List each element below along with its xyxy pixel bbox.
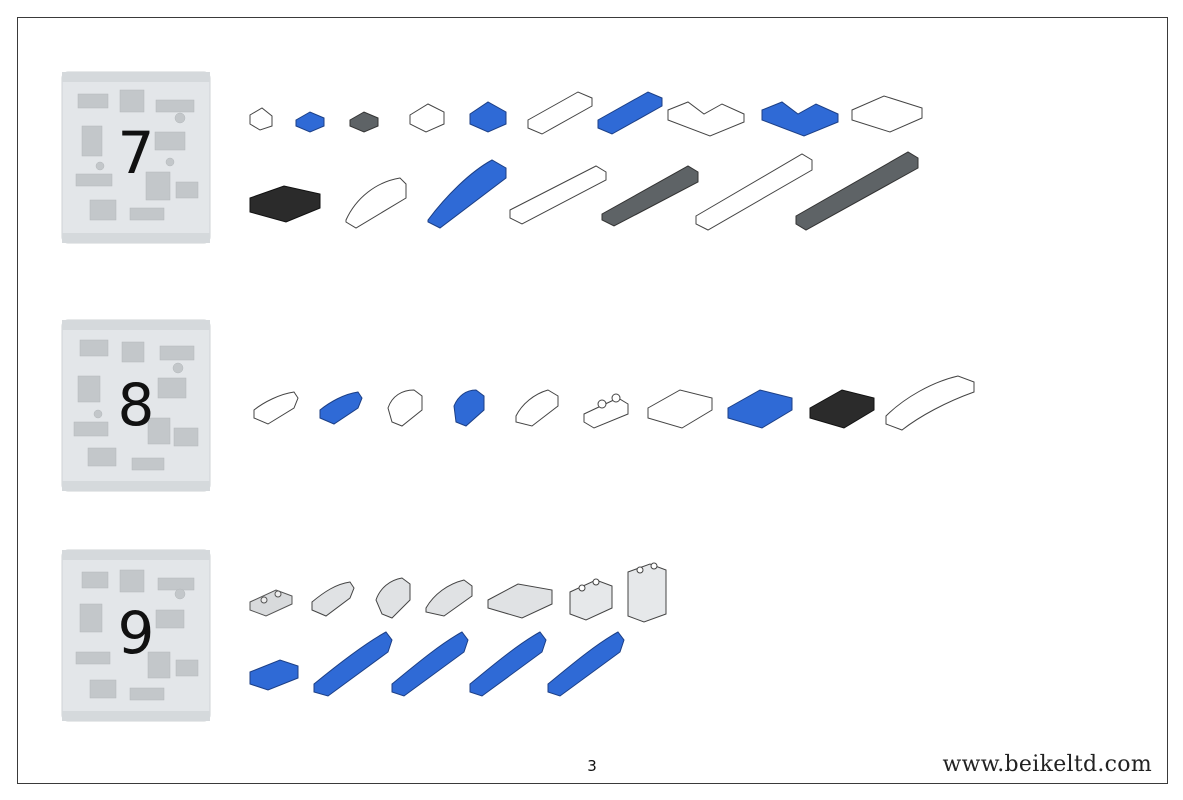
part-curved-slope-small-white: [515, 389, 559, 427]
parts-bag-7: 7: [60, 70, 212, 245]
part-printed-curved-slope-blue-2: [391, 631, 469, 697]
bag-number: 8: [117, 371, 155, 439]
part-curved-slope-white: [345, 177, 407, 229]
part-jumper-plate-white: [583, 393, 629, 429]
parts-list-9: [240, 560, 1000, 700]
part-plate-1x2-gray: [249, 589, 293, 617]
part-brick-1x2x2-gray: [627, 562, 667, 623]
part-curved-tile-2x2-white: [647, 389, 713, 429]
part-curved-slope-small-gray: [311, 581, 355, 617]
part-curved-tile-2x2-blue: [727, 389, 793, 429]
parts-bag-image: [61, 319, 211, 492]
part-curved-tile-2x2-gray: [487, 583, 553, 619]
bag-number: 7: [117, 119, 155, 187]
part-curved-slope-2x1-white: [387, 389, 423, 427]
part-slope-white: [409, 103, 445, 133]
part-brick-1x2-gray: [569, 578, 613, 621]
page-number: 3: [587, 757, 597, 775]
parts-bag-9: 9: [60, 548, 212, 723]
part-round-tile-blue: [295, 111, 325, 133]
parts-bag-image: [61, 549, 211, 722]
part-slope-blue: [469, 101, 507, 133]
part-tile-1x8-white: [695, 153, 813, 231]
parts-bag-8: 8: [60, 318, 212, 493]
part-tile-1x4-white: [527, 91, 593, 135]
part-slope-curved-small-white: [253, 391, 299, 425]
part-curved-slope-2x1-blue: [453, 389, 485, 427]
part-slope-curved-small-blue: [319, 391, 363, 425]
part-wedge-plate-blue: [761, 101, 839, 137]
part-printed-tile-blue: [249, 659, 299, 691]
part-wedge-plate-white: [667, 101, 745, 137]
bag-number: 9: [117, 599, 155, 667]
parts-list-7: [240, 80, 1000, 240]
part-tile-2x2-black: [249, 185, 321, 223]
part-tile-1x8-dark-gray: [795, 151, 919, 231]
page-frame: [17, 17, 1168, 784]
part-printed-curved-slope-blue-4: [547, 631, 625, 697]
part-slope-small-white: [249, 107, 273, 131]
part-printed-curved-slope-blue-1: [313, 631, 393, 697]
part-curved-slope-gray: [425, 579, 473, 617]
part-tile-1x6-dark-gray: [601, 165, 699, 227]
website-url: www.beikeltd.com: [942, 752, 1152, 777]
part-tile-1x6-white: [509, 165, 607, 225]
part-round-tile-dark-gray: [349, 111, 379, 133]
part-printed-curved-slope-blue-3: [469, 631, 547, 697]
part-curved-slope-blue: [427, 159, 507, 229]
parts-bag-image: [61, 71, 211, 244]
part-curved-tile-2x2-black: [809, 389, 875, 429]
part-tile-1x4-blue: [597, 91, 663, 135]
part-curved-slope-2x1-gray: [375, 577, 411, 619]
part-arch-curved-white: [885, 375, 975, 431]
parts-list-8: [240, 368, 1000, 438]
part-tile-2x2-white: [851, 95, 923, 133]
